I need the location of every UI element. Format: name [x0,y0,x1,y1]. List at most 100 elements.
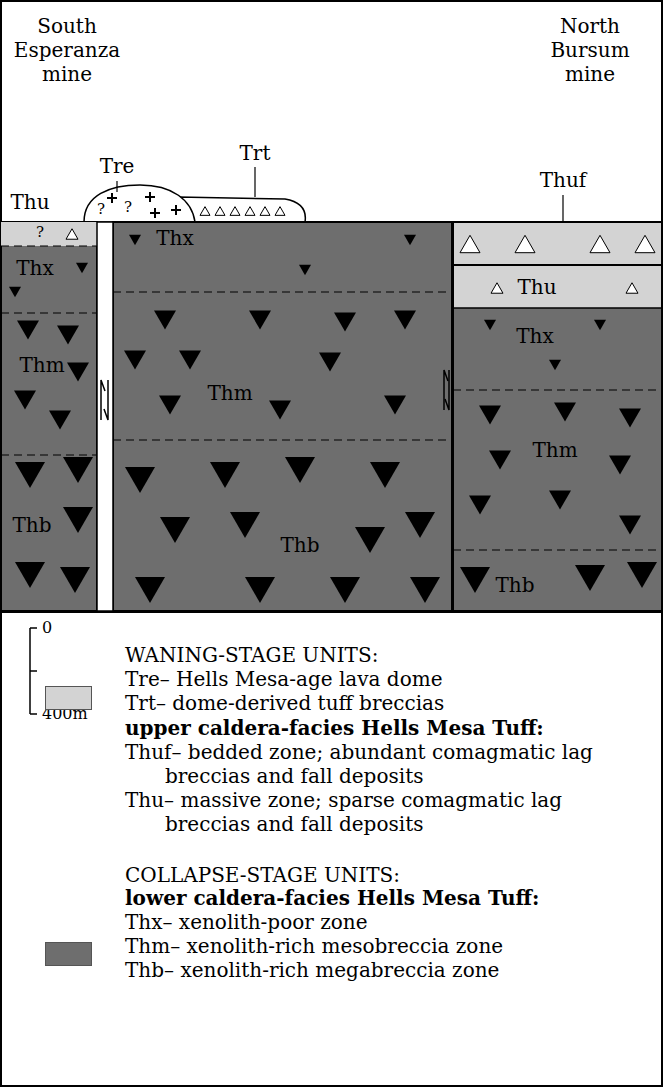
lag-breccia [491,283,503,293]
unit-label: Thb [12,513,51,537]
xenolith-large [405,512,435,538]
fault-arrow [104,380,108,420]
uncertainty-mark: ? [124,198,132,217]
xenolith-large [63,507,93,533]
xenolith-medium [619,515,641,534]
xenolith-medium [319,352,341,371]
lag-breccia [590,235,610,252]
unit-label: Thb [280,533,319,557]
xenolith-large [15,562,45,588]
xenolith-small [484,320,496,330]
legend-text: Thu– massive zone; sparse comagmatic lag… [125,788,653,836]
xenolith-large [63,457,93,483]
xenolith-medium [384,395,406,414]
xenolith-medium [67,362,89,381]
fault-zone [97,222,113,611]
scale-tick [30,670,37,672]
xenolith-large [245,577,275,603]
xenolith-medium [14,390,36,409]
legend-heading: COLLAPSE-STAGE UNITS: [125,863,400,887]
xenolith-medium [479,405,501,424]
xenolith-medium [179,350,201,369]
xenolith-medium [619,408,641,427]
xenolith-medium [159,395,181,414]
unit-label: Tre [100,154,135,178]
scale-label: 0 [42,618,52,638]
xenolith-medium [609,455,631,474]
legend-text: Thuf– bedded zone; abundant comagmatic l… [125,740,653,788]
zone-boundary [1,454,97,455]
xenolith-medium [57,325,79,344]
fault-arrow [445,370,449,410]
dome-symbol [145,192,155,202]
lag-breccia [635,235,655,252]
unit-label: Thm [207,381,252,405]
zone-boundary [453,549,662,550]
legend-heading: WANING-STAGE UNITS: [125,643,378,667]
unit-label: Thb [495,573,534,597]
legend-text: upper caldera-facies Hells Mesa Tuff: [125,716,653,740]
uncertainty-mark: ? [97,200,105,219]
lag-breccia [515,235,535,252]
xenolith-large [60,567,90,593]
contact-line [453,264,662,266]
xenolith-medium [17,320,39,339]
lag-breccia [460,235,480,252]
tuff-breccia-symbol [230,207,240,216]
unit-label: Thuf [540,168,587,192]
xenolith-large [355,527,385,553]
xenolith-small [549,360,561,370]
fault-arrows [101,370,449,420]
unit-label: Thx [16,256,54,280]
north-column [453,222,662,611]
xenolith-large [15,462,45,488]
massive-band [454,265,661,308]
xenolith-medium [334,312,356,331]
scale-bar [30,628,37,714]
xenolith-large [330,577,360,603]
xenolith-large [160,517,190,543]
uncertainty-mark: ? [36,223,44,242]
xenolith-small [9,287,21,297]
symbols [9,192,657,603]
legend-swatch [45,686,92,710]
xenolith-medium [394,310,416,329]
dome-symbol [171,205,181,215]
xenolith-medium [249,310,271,329]
contact-line [453,307,662,309]
fault-arrow [101,380,105,420]
bedded-band [454,223,661,265]
legend-swatch [45,942,92,966]
legend-text: Thm– xenolith-rich mesobreccia zone [125,934,653,958]
legend-text: Tre– Hells Mesa-age lava dome [125,667,653,691]
unit-label: Thu [10,190,49,214]
xenolith-medium [469,495,491,514]
xenolith-large [460,567,490,593]
unit-label: Thx [516,324,554,348]
scale-tick [30,713,37,715]
xenolith-large [285,457,315,483]
xenolith-small [594,320,606,330]
xenolith-large [370,462,400,488]
leader-line [562,195,563,222]
tuff-breccia-symbol [260,207,270,216]
unit-label: Trt [240,141,271,165]
zone-boundary [453,389,662,390]
zone-boundary [1,312,97,313]
central-column [113,222,452,611]
unit-label: Thm [532,438,577,462]
xenolith-medium [49,410,71,429]
mine-label: South Esperanza mine [7,14,127,86]
zone-boundary [1,245,97,246]
xenolith-large [627,562,657,588]
xenolith-large [230,512,260,538]
xenolith-small [129,235,141,245]
lava-dome [84,185,195,222]
tuff-breccia-lens [178,197,305,222]
leader-line [116,181,117,192]
tuff-breccia-symbol [215,207,225,216]
xenolith-small [299,265,311,275]
dome-symbol [150,208,160,218]
dome-symbol [107,193,117,203]
legend-text: lower caldera-facies Hells Mesa Tuff: [125,886,653,910]
